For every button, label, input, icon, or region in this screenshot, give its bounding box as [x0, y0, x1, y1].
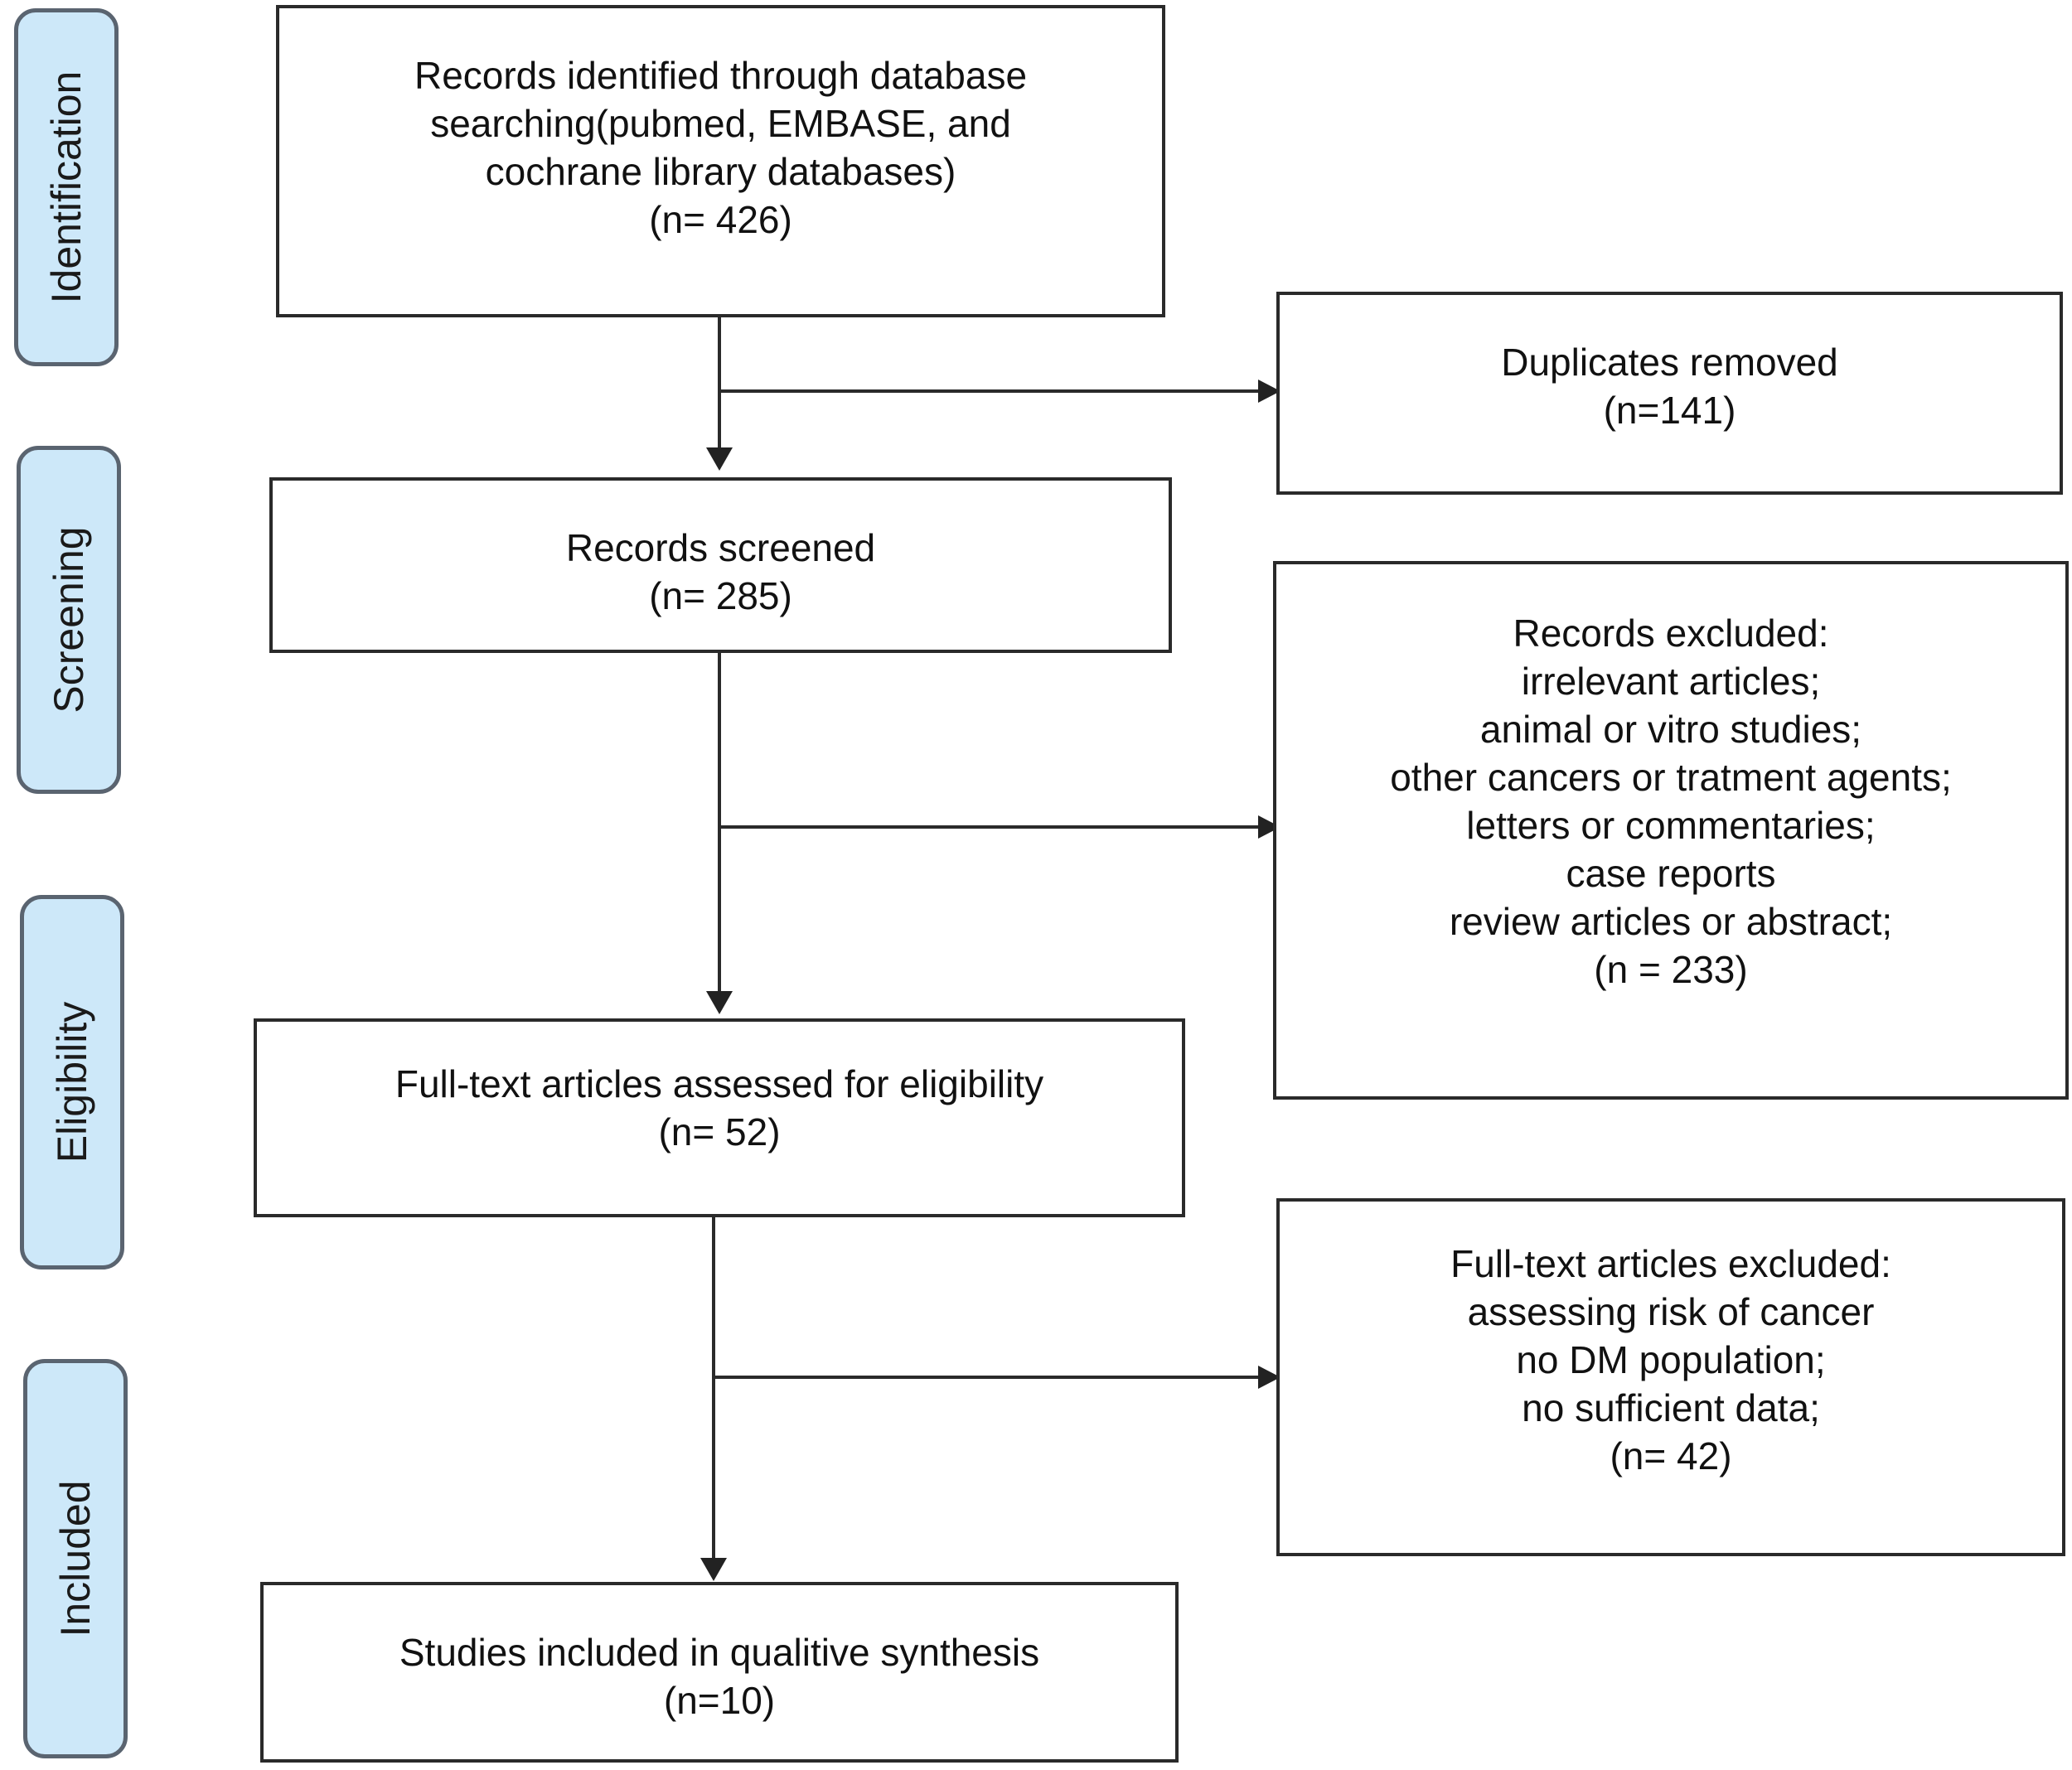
- fulltext-excluded-line-5: (n= 42): [1610, 1434, 1732, 1477]
- duplicates-removed-box: Duplicates removed (n=141): [1276, 292, 2063, 495]
- fulltext-excluded-line-1: Full-text articles excluded:: [1450, 1242, 1891, 1285]
- records-excluded-line-8: (n = 233): [1594, 948, 1748, 991]
- records-identified-box: Records identified through database sear…: [276, 5, 1165, 317]
- fulltext-assessed-line-1: Full-text articles assessed for eligibil…: [395, 1062, 1044, 1105]
- phase-eligibility: Eligibility: [20, 895, 124, 1269]
- identified-line-2: searching(pubmed, EMBASE, and: [430, 102, 1011, 145]
- duplicates-line-2: (n=141): [1603, 389, 1736, 432]
- duplicates-line-1: Duplicates removed: [1501, 341, 1838, 384]
- phase-identification: Identification: [14, 8, 119, 366]
- fulltext-excluded-line-3: no DM population;: [1516, 1338, 1826, 1381]
- fulltext-assessed-line-2: (n= 52): [658, 1110, 781, 1153]
- records-excluded-line-1: Records excluded:: [1513, 612, 1829, 655]
- records-excluded-line-6: case reports: [1566, 852, 1776, 895]
- identified-line-4: (n= 426): [649, 198, 792, 241]
- records-excluded-line-3: animal or vitro studies;: [1479, 708, 1862, 751]
- fulltext-excluded-box: Full-text articles excluded: assessing r…: [1276, 1198, 2065, 1556]
- included-line-2: (n=10): [663, 1679, 776, 1722]
- identified-line-3: cochrane library databases): [485, 150, 956, 193]
- fulltext-assessed-box: Full-text articles assessed for eligibil…: [254, 1018, 1185, 1217]
- identified-line-1: Records identified through database: [414, 54, 1028, 97]
- fulltext-excluded-line-2: assessing risk of cancer: [1467, 1290, 1875, 1333]
- fulltext-excluded-line-4: no sufficient data;: [1522, 1386, 1820, 1429]
- records-excluded-box: Records excluded: irrelevant articles; a…: [1273, 561, 2069, 1100]
- records-excluded-line-7: review articles or abstract;: [1449, 900, 1893, 943]
- studies-included-box: Studies included in qualitive synthesis …: [260, 1582, 1179, 1763]
- records-excluded-line-2: irrelevant articles;: [1521, 660, 1821, 703]
- screened-line-1: Records screened: [565, 526, 876, 569]
- phase-included: Included: [23, 1359, 128, 1758]
- records-screened-box: Records screened (n= 285): [269, 477, 1172, 653]
- records-excluded-line-5: letters or commentaries;: [1466, 804, 1876, 847]
- records-excluded-line-4: other cancers or tratment agents;: [1390, 756, 1952, 799]
- included-line-1: Studies included in qualitive synthesis: [399, 1631, 1040, 1674]
- screened-line-2: (n= 285): [649, 574, 792, 617]
- phase-screening: Screening: [17, 446, 121, 794]
